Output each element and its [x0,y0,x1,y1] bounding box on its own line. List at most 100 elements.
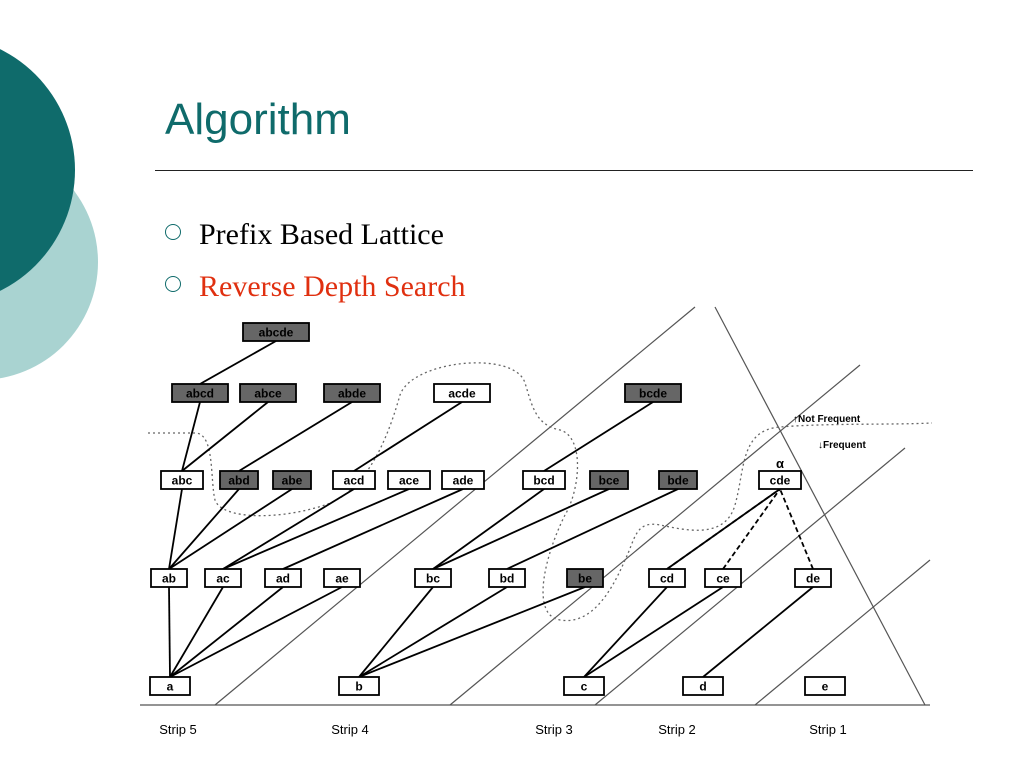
node-label-cde: cde [770,474,791,488]
bullet-text-2: Reverse Depth Search [199,270,466,303]
node-box-bde [658,470,698,490]
node-box-b [338,676,380,696]
alpha-label: α [776,456,784,471]
decor-circle-dark [0,49,75,291]
edge-abcd-abcde [199,340,277,385]
edge-a-ac [169,586,224,678]
node-label-ad: ad [276,572,290,586]
node-label-a: a [167,680,174,694]
node-box-abce [239,383,297,403]
node-label-bc: bc [426,572,440,586]
node-box-bcde [624,383,682,403]
node-box-bcd [522,470,566,490]
node-ace: ace [387,470,431,490]
node-ce: ce [704,568,742,588]
edge-ab-abc [168,488,183,570]
edge-d-de [702,586,814,678]
node-label-de: de [806,572,820,586]
node-label-abde: abde [338,387,366,401]
node-label-bd: bd [500,572,515,586]
edge-c-ce [583,586,724,678]
node-label-abce: abce [254,387,282,401]
node-box-ae [323,568,361,588]
node-box-ce [704,568,742,588]
node-de: de [794,568,832,588]
node-label-bcde: bcde [639,387,667,401]
strip-label-5: Strip 5 [159,722,197,737]
node-e: e [804,676,846,696]
node-c: c [563,676,605,696]
node-box-bc [414,568,452,588]
node-box-bce [589,470,629,490]
node-label-abe: abe [282,474,303,488]
node-d: d [682,676,724,696]
edge-abc-abce [181,401,269,472]
diagram-background [140,305,935,745]
strip-label-1: Strip 1 [809,722,847,737]
node-label-abd: abd [228,474,249,488]
node-be: be [566,568,604,588]
frequency-boundary-dotted [148,362,933,622]
edge-a-ad [169,586,284,678]
node-box-ad [264,568,302,588]
page-title: Algorithm [165,95,351,144]
strip-label-4: Strip 4 [331,722,369,737]
bullet-item-2: Reverse Depth Search [165,272,466,302]
node-label-ac: ac [216,572,230,586]
node-ad: ad [264,568,302,588]
node-box-ac [204,568,242,588]
node-abd: abd [219,470,259,490]
node-label-d: d [699,680,706,694]
node-bcde: bcde [624,383,682,403]
node-abc: abc [160,470,204,490]
node-box-abe [272,470,312,490]
edge-b-be [358,586,586,678]
node-ade: ade [441,470,485,490]
node-label-bcd: bcd [533,474,554,488]
node-abe: abe [272,470,312,490]
edge-acd-acde [353,401,463,472]
node-label-b: b [355,680,362,694]
node-abde: abde [323,383,381,403]
node-box-abcd [171,383,229,403]
hollow-circle-bullet-icon [165,224,181,240]
node-label-e: e [822,680,829,694]
strip-boundary-line [449,364,861,706]
edge-ab-abe [168,488,293,570]
node-bd: bd [488,568,526,588]
node-abcde: abcde [242,322,310,342]
node-label-abcde: abcde [259,326,294,340]
node-box-abde [323,383,381,403]
node-box-bd [488,568,526,588]
node-abce: abce [239,383,297,403]
node-ab: ab [150,568,188,588]
node-b: b [338,676,380,696]
node-label-abc: abc [172,474,193,488]
node-label-c: c [581,680,588,694]
lattice-edges [168,340,814,678]
node-label-acde: acde [448,387,476,401]
node-ac: ac [204,568,242,588]
bullet-text-1: Prefix Based Lattice [199,218,444,251]
strip-label-3: Strip 3 [535,722,573,737]
edge-abc-abcd [181,401,201,472]
node-label-ab: ab [162,572,176,586]
node-box-ace [387,470,431,490]
edge-b-bc [358,586,434,678]
edge-bcd-bcde [543,401,654,472]
bullet-item-1: Prefix Based Lattice [165,220,444,250]
node-box-abd [219,470,259,490]
node-label-bce: bce [599,474,620,488]
node-box-cde [758,470,802,490]
edge-a-ae [169,586,343,678]
node-box-be [566,568,604,588]
strip-boundary-line [714,306,926,706]
node-label-ce: ce [716,572,730,586]
node-bcd: bcd [522,470,566,490]
node-box-cd [648,568,686,588]
node-abcd: abcd [171,383,229,403]
edge-ce-cde-dashed [722,488,781,570]
